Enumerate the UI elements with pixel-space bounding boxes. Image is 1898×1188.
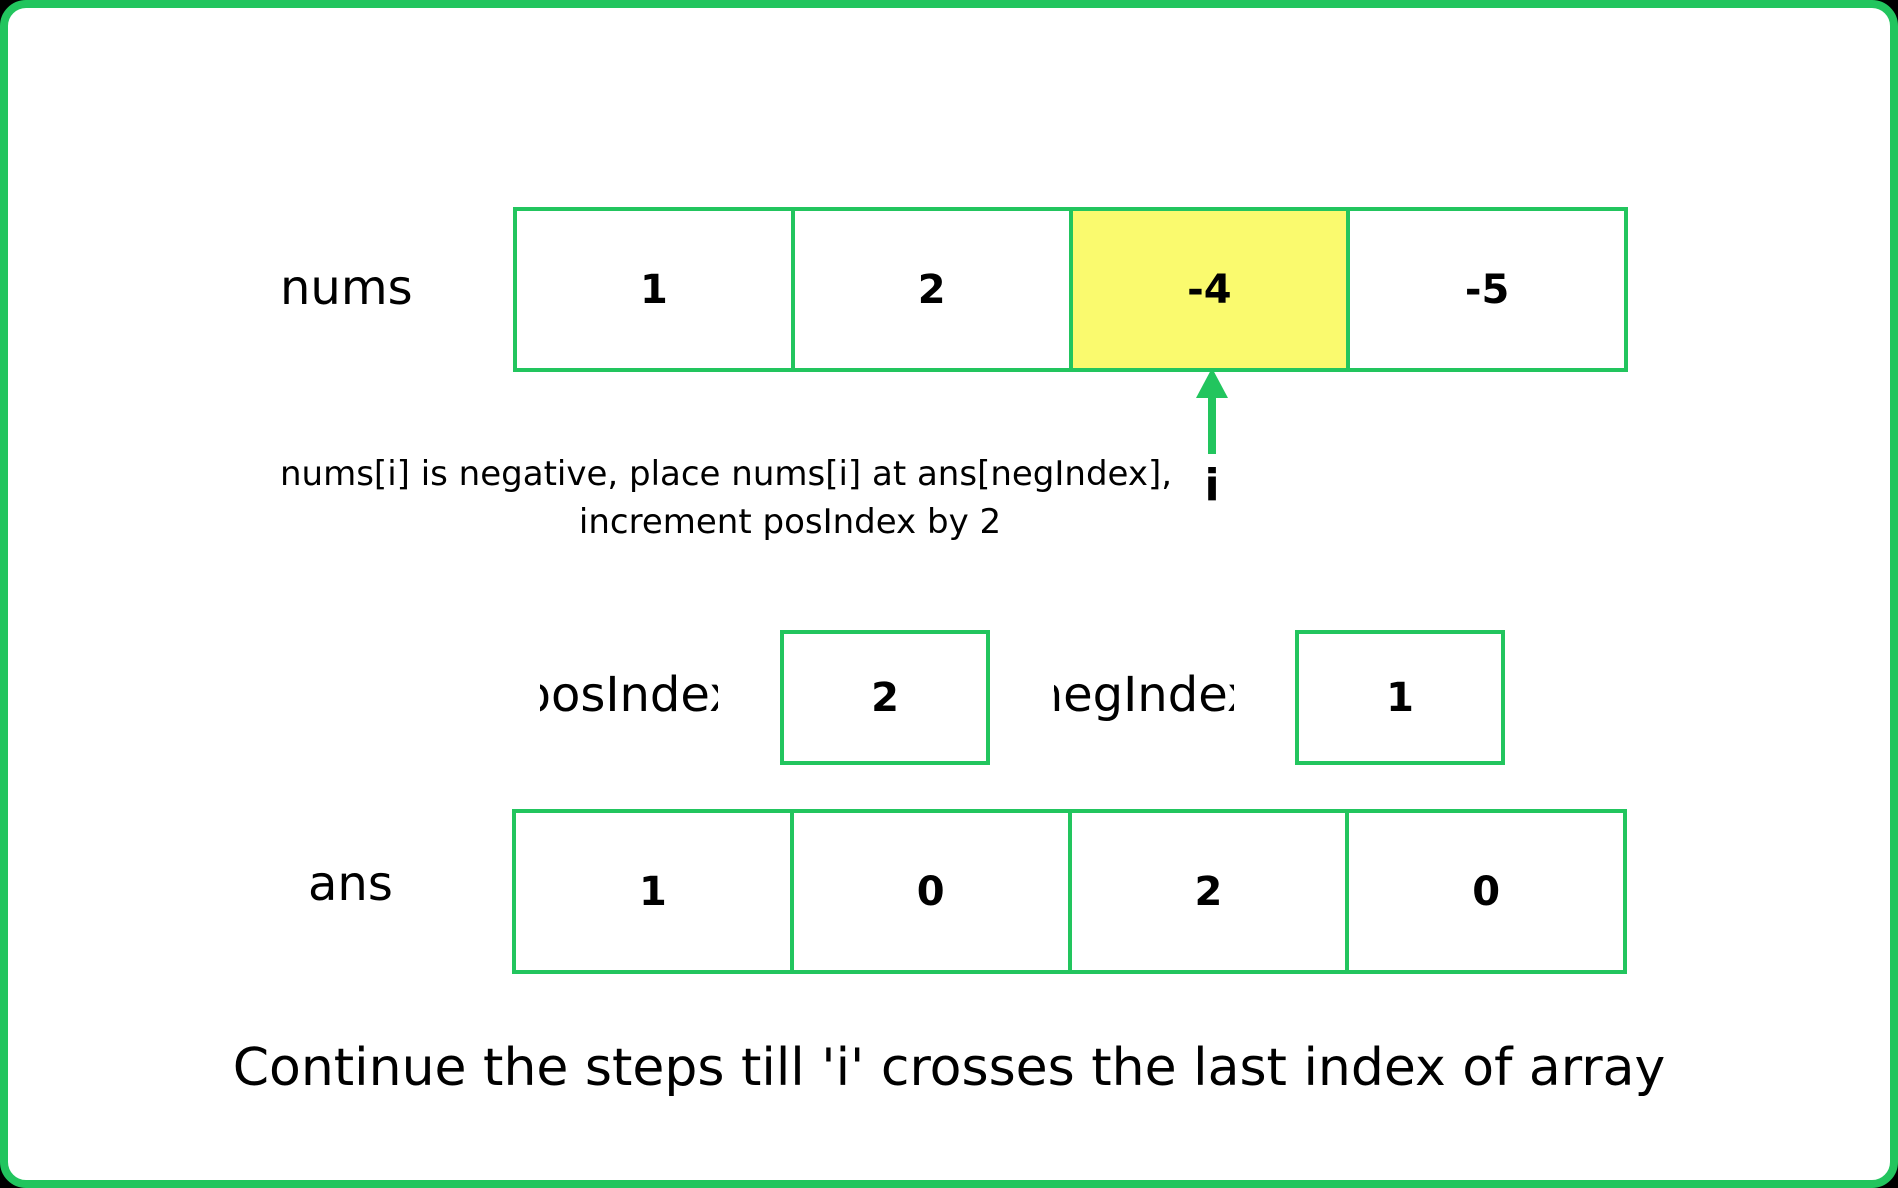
ans-cell: 2 xyxy=(1067,813,1346,970)
nums-array: 1 2 -4 -5 xyxy=(513,207,1628,372)
pointer-arrow-icon xyxy=(1196,368,1228,454)
nums-cell: -5 xyxy=(1346,211,1624,368)
nums-label: nums xyxy=(280,260,413,316)
posindex-value-box: 2 xyxy=(780,630,990,765)
nums-cell: 2 xyxy=(790,211,1069,368)
ans-cell: 1 xyxy=(638,868,667,915)
ans-label: ans xyxy=(308,856,393,912)
negindex-label: negIndex xyxy=(1054,667,1234,723)
ans-cell: 0 xyxy=(1345,813,1623,970)
nums-cell-highlighted: -4 xyxy=(1068,211,1347,368)
ans-cell: 0 xyxy=(789,813,1068,970)
nums-cell: 1 xyxy=(639,266,668,313)
footer-caption: Continue the steps till 'i' crosses the … xyxy=(232,1038,1666,1098)
step-note-line-2: increment posIndex by 2 xyxy=(578,502,1002,542)
ans-array: 1 0 2 0 xyxy=(512,809,1627,974)
pointer-label: i xyxy=(1204,460,1220,511)
negindex-value-box: 1 xyxy=(1295,630,1505,765)
step-note: nums[i] is negative, place nums[i] at an… xyxy=(280,450,1172,546)
posindex-label: posIndex xyxy=(540,667,718,723)
step-note-line-1: nums[i] is negative, place nums[i] at an… xyxy=(280,454,1173,494)
